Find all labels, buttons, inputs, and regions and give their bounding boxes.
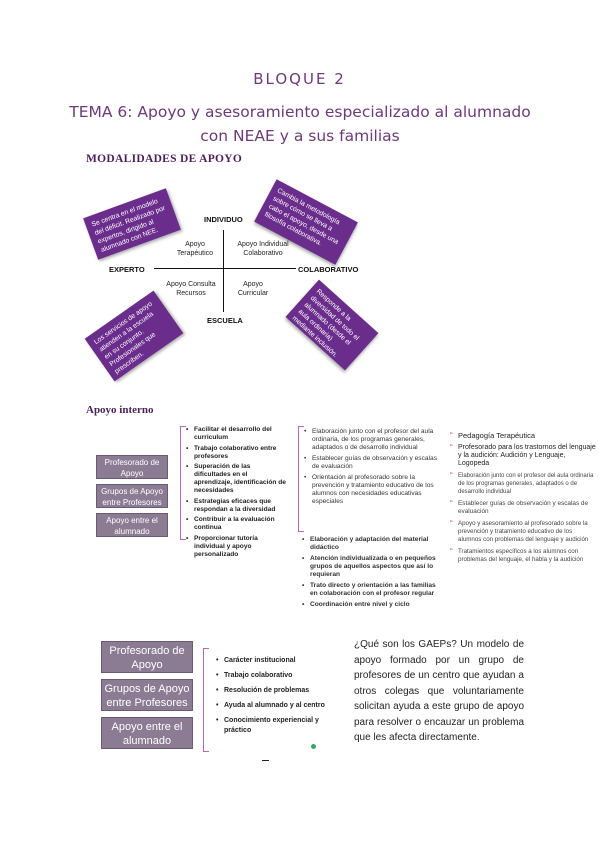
gaep-features-list: Carácter institucional Trabajo colaborat… [216,656,332,741]
modalidades-heading: MODALIDADES DE APOYO [86,153,243,165]
col1-item: Facilitar el desarrollo del curriculum [186,426,286,442]
quadrant-curricular: Apoyo Curricular [237,281,269,297]
note-bottom-left: Los servicios de apoyo atienden a la esc… [84,290,184,382]
col2-bold-item: Trato directo y orientación a las famili… [302,582,442,598]
bracket-col2 [298,426,304,532]
col2-list: Elaboración junto con el profesor del au… [304,428,444,509]
gaep-box-alumnado: Apoyo entre el alumnado [101,717,193,749]
col1-item: Superación de las dificultades en el apr… [186,463,286,495]
group-box-alumnado: Apoyo entre el alumnado [96,513,168,537]
modalidades-diagram: INDIVIDUO ESCUELA EXPERTO COLABORATIVO A… [80,170,520,390]
quadrant-terapeutico: Apoyo Terapéutico [176,241,214,257]
tema-title: TEMA 6: Apoyo y asesoramiento especializ… [69,103,531,145]
bracket-col1 [180,426,186,540]
gaep-feature-item: Trabajo colaborativo [216,671,332,681]
col3-item: Pedagogía Terapéutica [450,432,596,441]
apoyo-interno-heading: Apoyo interno [86,404,154,416]
col2-bold-item: Atención individualizada o en pequeños g… [302,555,442,579]
col3-list: Pedagogía Terapéutica Profesorado para l… [450,432,596,568]
col1-item: Estrategias eficaces que respondan a la … [186,498,286,514]
col2-bold-item: Elaboración y adaptación del material di… [302,536,442,552]
quadrant-consulta-recursos: Apoyo Consulta Recursos [166,281,216,297]
col2-item: Orientación al profesorado sobre la prev… [304,474,444,506]
col3-item: Establecer guías de observación y escala… [450,500,596,516]
gaep-box-profesorado: Profesorado de Apoyo [101,641,193,673]
col1-item: Contribuir a la evaluación continua [186,516,286,532]
note-bottom-right: Responde a la diversidad de todo el alum… [285,279,379,371]
col1-list: Facilitar el desarrollo del curriculum T… [186,426,286,561]
gaep-feature-item: Conocimiento experiencial y práctico [216,716,332,736]
vertical-axis [223,230,224,312]
col2-bold-list: Elaboración y adaptación del material di… [302,536,442,612]
green-dot [311,744,316,749]
gaep-box-grupos: Grupos de Apoyo entre Profesores [101,679,193,711]
axis-label-top: INDIVIDUO [204,215,243,224]
group-box-grupos: Grupos de Apoyo entre Profesores [96,484,168,508]
quadrant-individual-colaborativo: Apoyo Individual Colaborativo [237,241,289,257]
gaep-feature-item: Ayuda al alumnado y al centro [216,701,332,711]
bloque-title: BLOQUE 2 [253,70,346,88]
short-dash [262,760,269,761]
col3-item: Elaboración junto con el profesor del au… [450,472,596,496]
col1-item: Trabajo colaborativo entre profesores [186,445,286,461]
col2-item: Establecer guías de observación y escala… [304,455,444,471]
gaep-description: ¿Qué son los GAEPs? Un modelo de apoyo f… [354,639,524,743]
col2-bold-item: Coordinación entre nivel y ciclo [302,601,442,609]
col3-item: Apoyo y asesoramiento al profesorado sob… [450,520,596,544]
col1-item: Proporcionar tutoría individual y apoyo … [186,535,286,559]
axis-label-left: EXPERTO [109,265,145,274]
group-box-profesorado: Profesorado de Apoyo [96,455,168,479]
horizontal-axis [154,268,296,269]
gaep-feature-item: Resolución de problemas [216,686,332,696]
gaep-feature-item: Carácter institucional [216,656,332,666]
axis-label-bottom: ESCUELA [207,316,243,325]
axis-label-right: COLABORATIVO [298,265,359,274]
col2-item: Elaboración junto con el profesor del au… [304,428,444,452]
gaep-bracket [203,648,209,752]
col3-item: Profesorado para los trastornos del leng… [450,444,596,468]
col3-item: Tratamientos específicos a los alumnos c… [450,548,596,564]
note-top-left: Se centra en el modelo del déficit. Real… [83,188,181,260]
